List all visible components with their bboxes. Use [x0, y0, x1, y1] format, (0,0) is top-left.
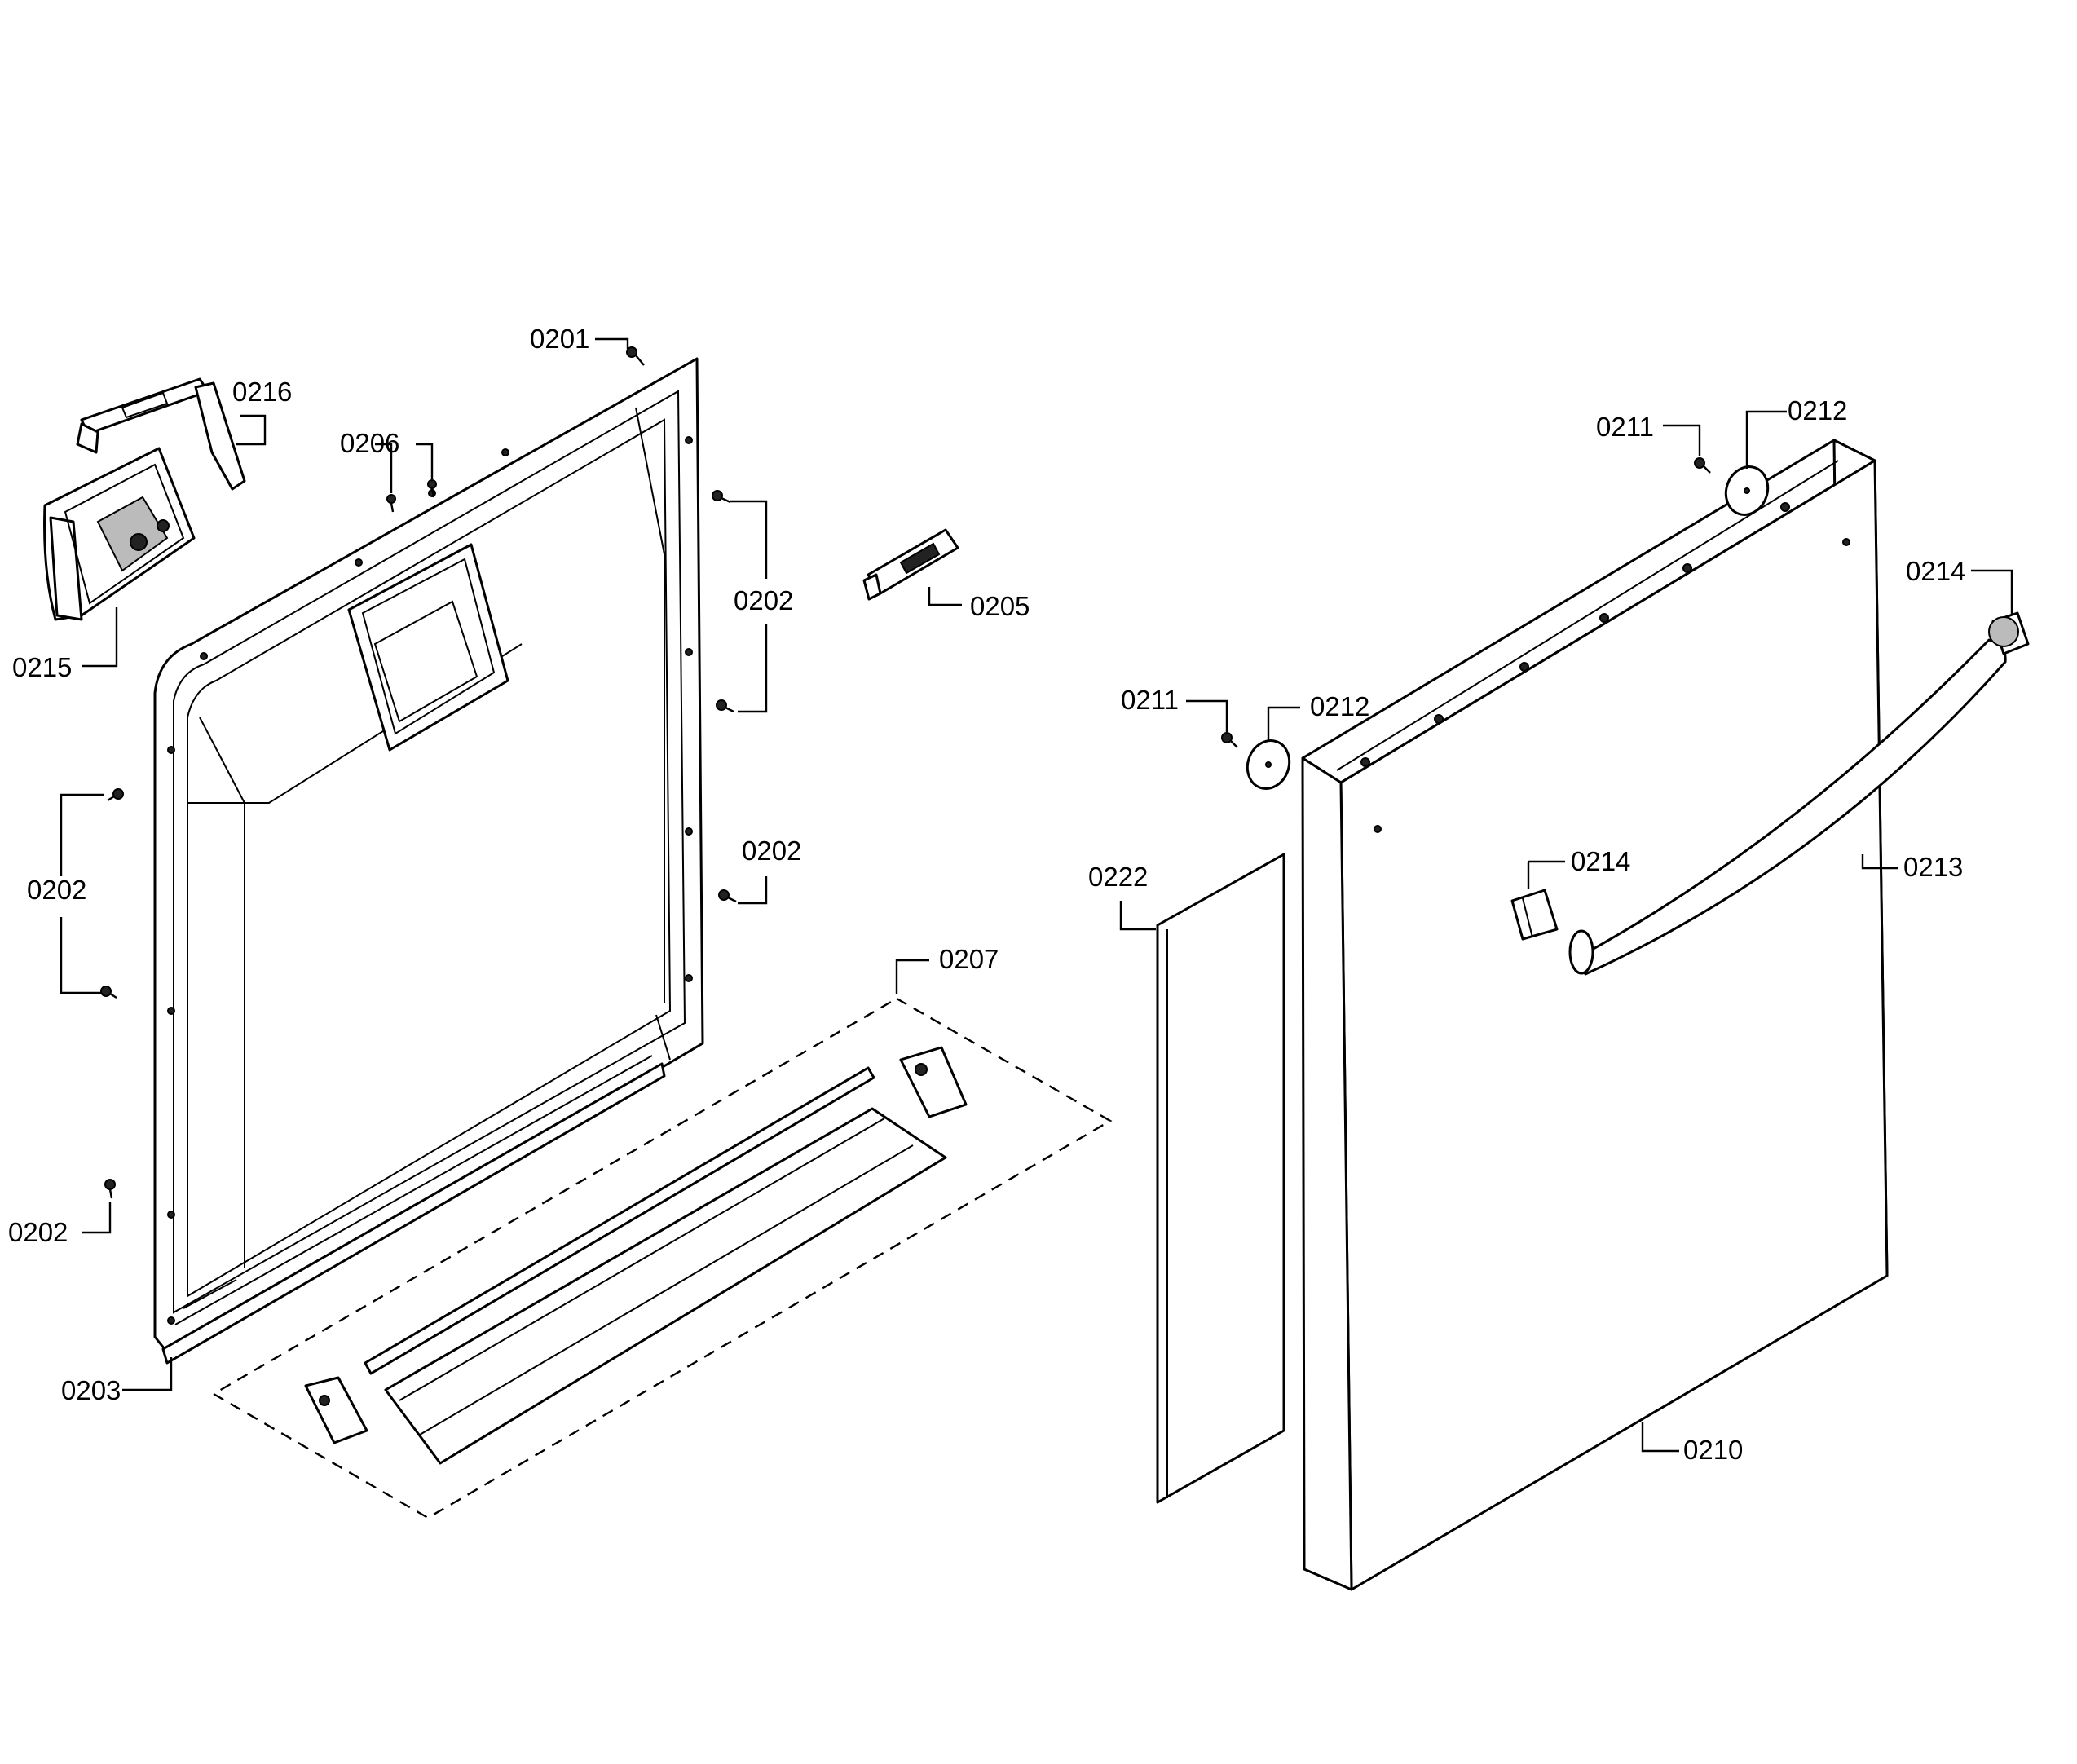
screw-0211-top	[1694, 457, 1711, 474]
label-0211-mid: 0211	[1121, 685, 1179, 715]
label-0206: 0206	[340, 428, 399, 458]
screw-0202-e	[100, 986, 117, 999]
label-0202-right-mid: 0202	[742, 836, 801, 866]
label-0222: 0222	[1088, 862, 1148, 892]
label-0216: 0216	[232, 377, 292, 407]
screw-0201	[626, 346, 645, 366]
screw-0206-b	[427, 479, 437, 498]
leader-lines	[60, 337, 2013, 1453]
latch-part	[862, 528, 959, 601]
screws	[100, 346, 737, 1199]
screw-0202-b	[716, 699, 734, 713]
label-0212-top: 0212	[1788, 395, 1847, 426]
label-0214-mid: 0214	[1571, 846, 1630, 876]
inner-door-panel	[153, 357, 704, 1365]
label-0210: 0210	[1683, 1435, 1743, 1465]
label-0203: 0203	[61, 1375, 121, 1405]
screw-0202-c	[718, 889, 737, 903]
label-0202-right-top: 0202	[734, 585, 793, 615]
screw-0211-mid	[1221, 732, 1238, 748]
label-0201: 0201	[530, 324, 589, 354]
label-0212-mid: 0212	[1310, 691, 1369, 721]
hinge-trim-group	[211, 997, 1113, 1519]
door-handle	[1510, 611, 2030, 976]
label-0202-left-bottom: 0202	[8, 1217, 68, 1247]
dispenser-assembly	[43, 377, 246, 621]
screw-0206-a	[386, 494, 396, 513]
screw-0202-a	[712, 490, 731, 504]
label-0214-top: 0214	[1906, 556, 1965, 586]
label-0211-top: 0211	[1596, 412, 1654, 442]
label-0202-left: 0202	[27, 875, 86, 905]
label-0213: 0213	[1903, 852, 1963, 882]
screw-0202-f	[104, 1179, 116, 1199]
gasket-panel	[1156, 853, 1285, 1504]
outer-door-panel	[1301, 439, 1889, 1591]
screw-0202-d	[107, 788, 124, 802]
part-labels: 0201 0216 0206 0202 0205 0215 0202 0202 …	[8, 324, 1965, 1465]
label-0207: 0207	[939, 944, 999, 974]
washers-and-screws	[1221, 457, 1770, 790]
label-0205: 0205	[970, 591, 1030, 621]
label-0215: 0215	[12, 652, 72, 682]
